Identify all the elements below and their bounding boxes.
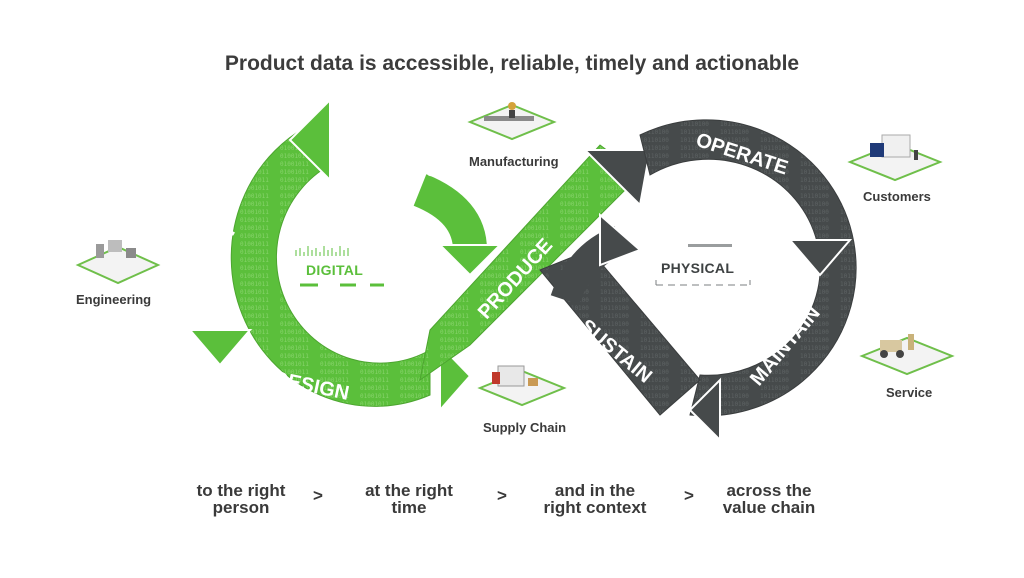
inform-arrowhead (288, 97, 331, 183)
footer-line: to the right (196, 481, 286, 500)
supply-chain-platform-icon (477, 365, 567, 407)
chevron-right-icon: > (497, 486, 507, 505)
node-service: Service (886, 385, 933, 400)
inform-inner-path (413, 174, 487, 252)
physical-loop (539, 119, 857, 443)
physical-inner-arrowhead (599, 212, 642, 267)
maintain-arrowhead (688, 377, 721, 443)
footer-line: and in the (554, 481, 636, 500)
manufacturing-platform-icon (467, 102, 557, 141)
digital-loop-band (230, 119, 431, 407)
digital-loop (187, 97, 503, 413)
customers-platform-icon (847, 134, 943, 182)
footer-line: person (212, 498, 270, 517)
footer-line: time (391, 498, 427, 517)
physical-dashes-icon (655, 280, 751, 286)
digital-ticks-icon (295, 246, 349, 256)
node-engineering: Engineering (76, 292, 152, 307)
digital-label: DIGITAL (306, 262, 364, 278)
chevron-right-icon: > (313, 486, 323, 505)
footer-item-time: at the right time (334, 482, 484, 516)
footer-item-context: and in the right context (520, 482, 670, 516)
physical-label: PHYSICAL (661, 260, 735, 276)
chevron-right-icon: > (684, 486, 694, 505)
physical-texture-icon (688, 244, 732, 247)
footer-line: at the right (365, 481, 453, 500)
footer-line: across the (726, 481, 812, 500)
footer-line: right context (543, 498, 647, 517)
diagram-title: Product data is accessible, reliable, ti… (224, 52, 800, 75)
stage-inform: INFORM (357, 131, 438, 181)
node-manufacturing: Manufacturing (469, 154, 559, 169)
inform-inner-arrowhead (437, 244, 503, 277)
node-customers: Customers (863, 189, 931, 204)
service-platform-icon (859, 334, 955, 376)
footer-item-value-chain: across the value chain (694, 482, 844, 516)
engineering-platform-icon (75, 240, 161, 285)
produce-arrowhead (582, 149, 652, 208)
footer-item-person: to the right person (166, 482, 316, 516)
node-supply-chain: Supply Chain (483, 420, 567, 435)
operate-arrowhead (787, 239, 853, 277)
footer-line: value chain (722, 498, 816, 517)
plan-arrowhead (187, 329, 253, 367)
